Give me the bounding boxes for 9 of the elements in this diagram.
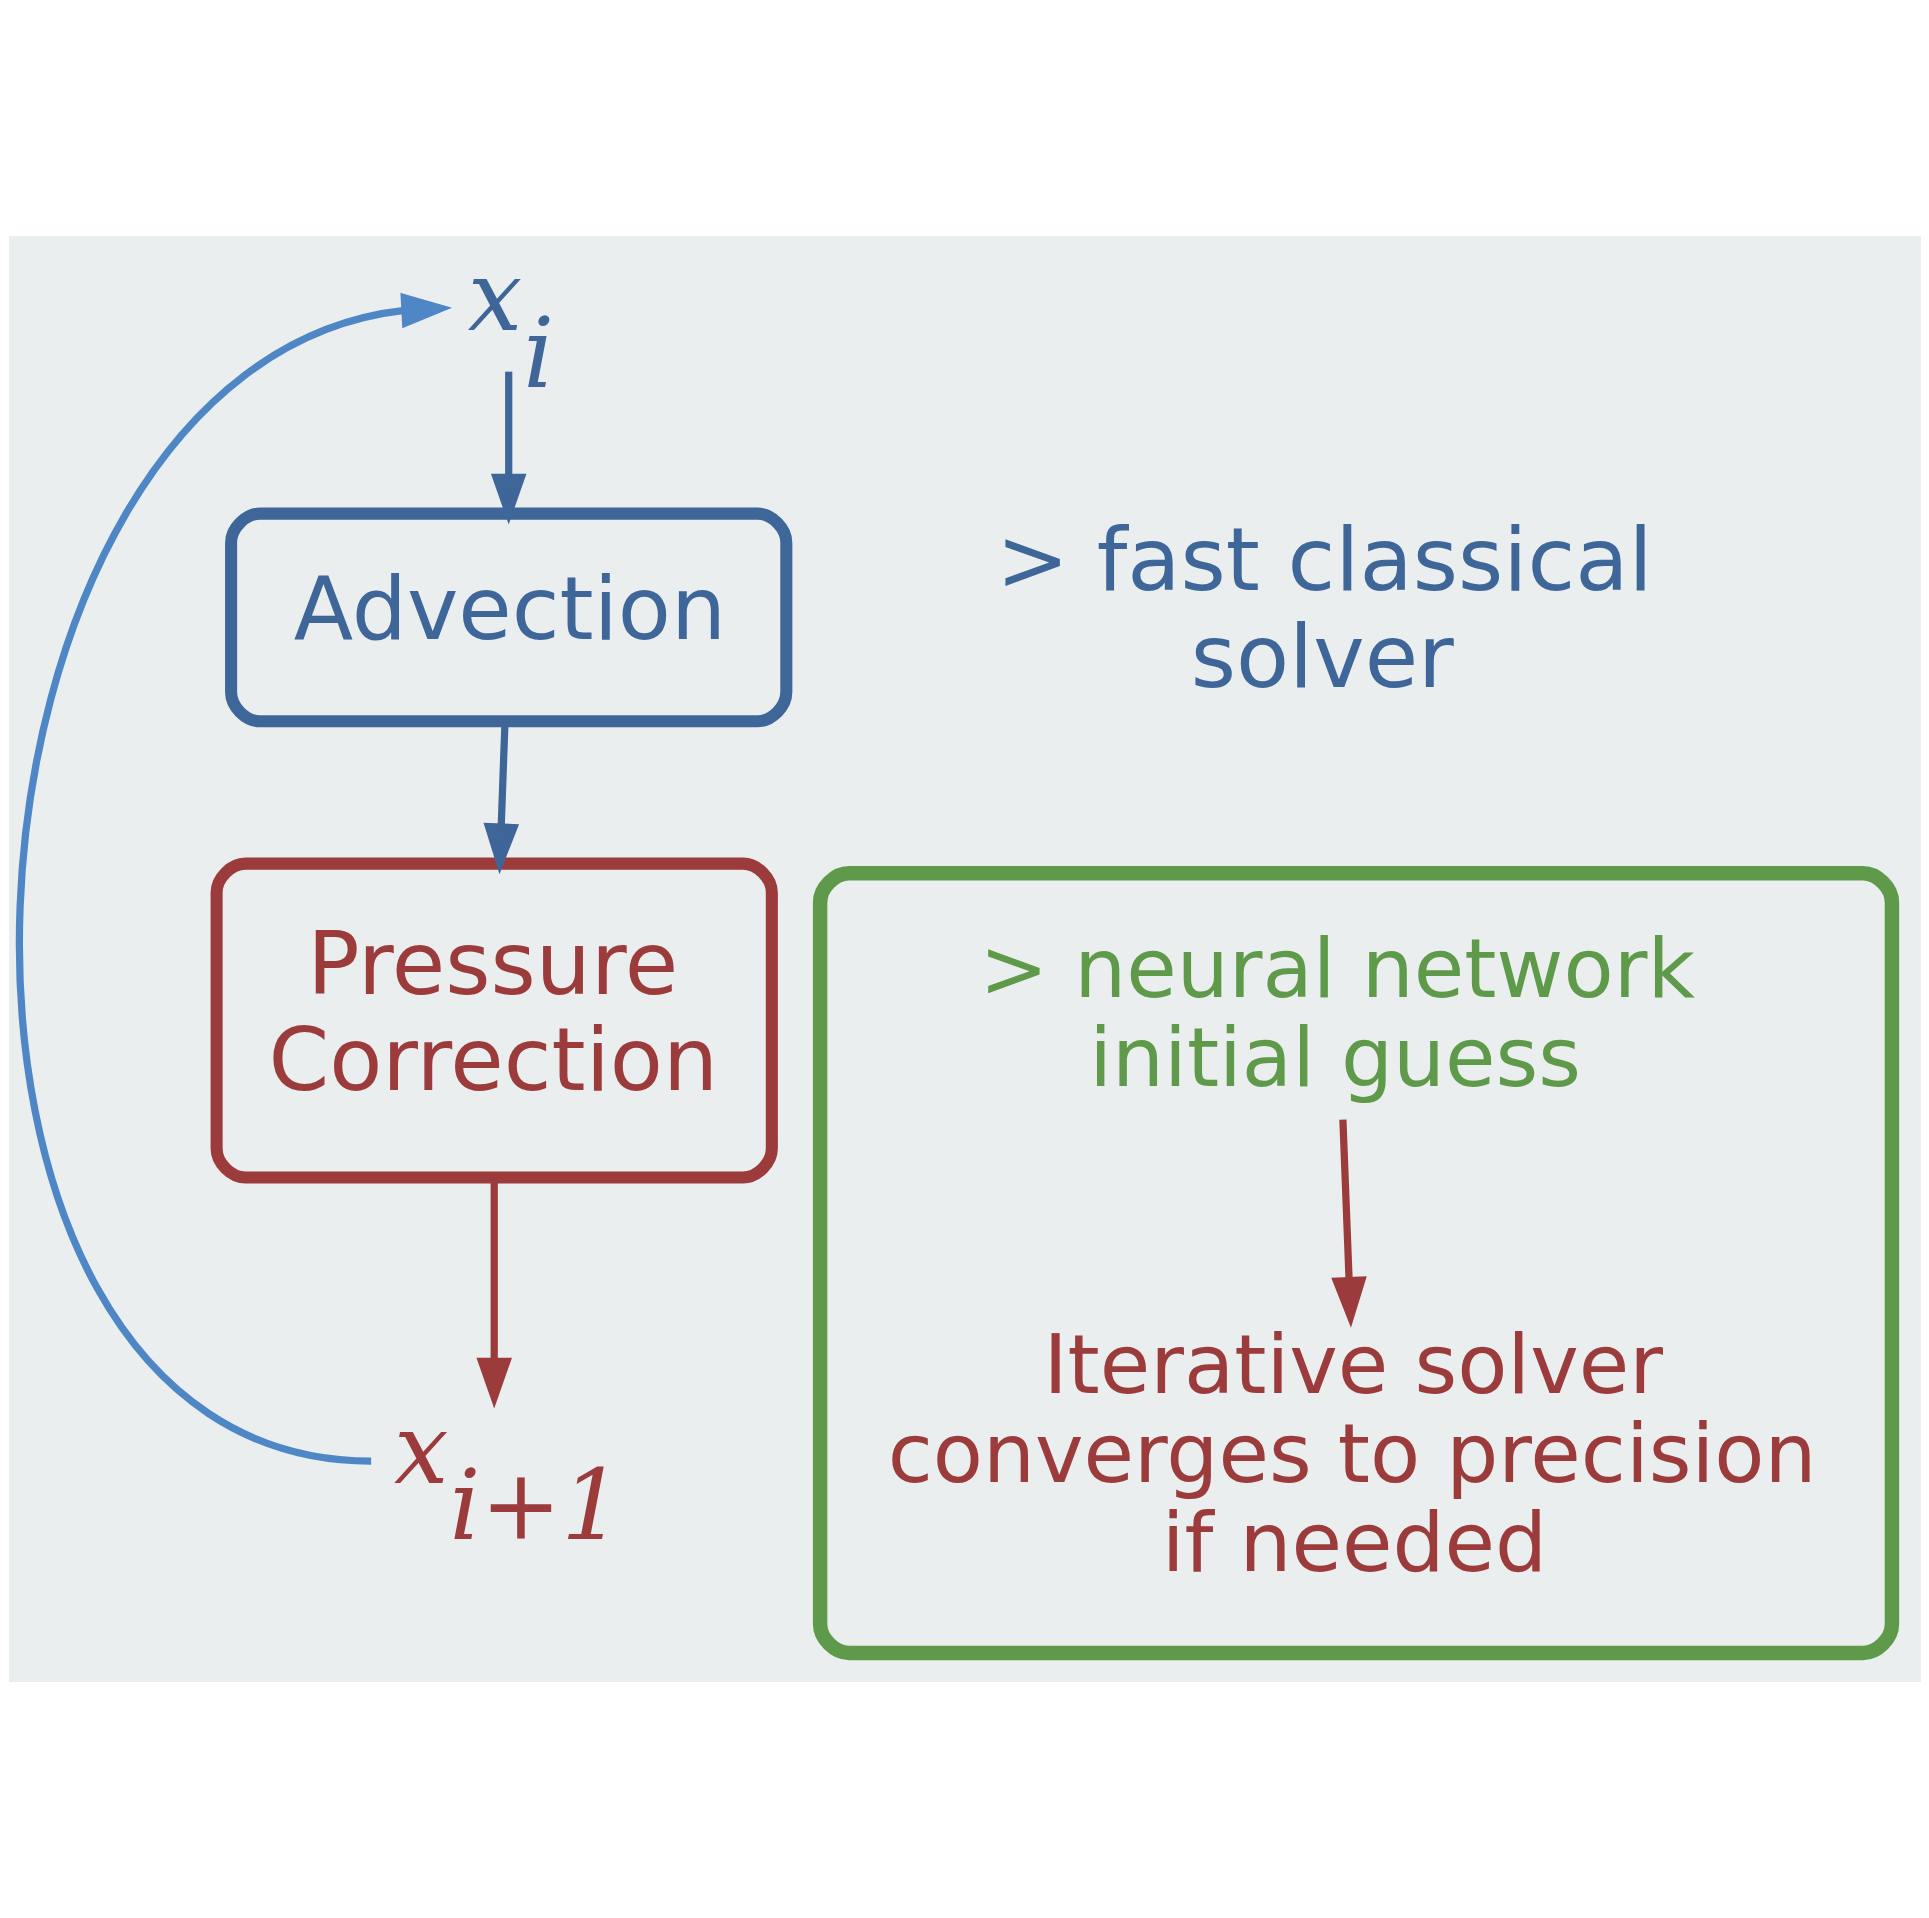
label: > fast classical solver: [995, 509, 1653, 707]
node-box: Advection: [224, 507, 792, 728]
node-text: > neural network initial guess: [978, 920, 1695, 1106]
node-text: Iterative solver converges to precision if needed: [887, 1316, 1816, 1591]
node-box: Pressure Correction: [210, 857, 778, 1184]
arrow: [16, 292, 452, 1465]
arrow: [1330, 1119, 1367, 1328]
cluster: [812, 866, 1899, 1661]
arrow: [490, 371, 526, 525]
